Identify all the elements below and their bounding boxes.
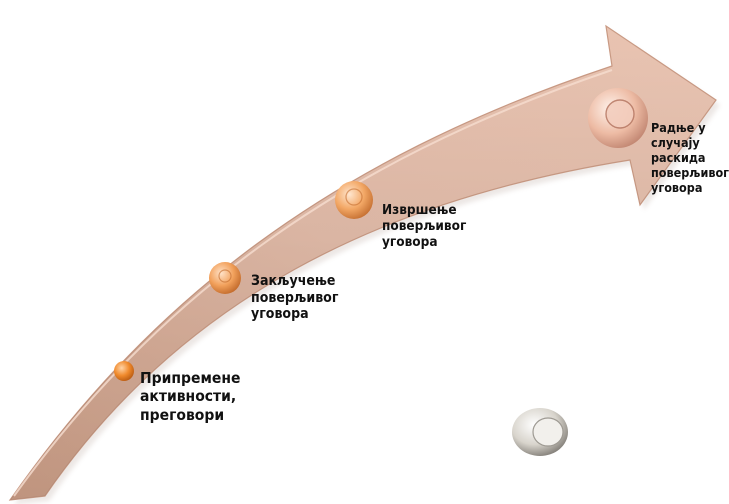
step-marker-1 [114, 361, 134, 381]
extra-marker [512, 408, 568, 456]
step-label-line: случају [651, 135, 729, 150]
step-label-line: уговора [651, 180, 729, 195]
step-label-line: уговора [251, 306, 338, 323]
step-label-line: поверљивог [251, 290, 338, 307]
step-label-line: поверљивог [382, 219, 466, 235]
step-label-preparation: Припремене активности, преговори [140, 369, 240, 424]
step-label-line: раскида [651, 150, 729, 165]
step-marker-3 [335, 181, 373, 219]
step-label-line: активности, [140, 387, 240, 405]
step-label-line: поверљивог [651, 165, 729, 180]
step-label-execution: Извршење поверљивог уговора [382, 203, 466, 251]
step-label-line: уговора [382, 235, 466, 251]
step-label-line: Закључење [251, 273, 338, 290]
step-label-termination: Радње у случају раскида поверљивог угово… [651, 120, 729, 195]
step-label-line: Извршење [382, 203, 466, 219]
step-label-line: преговори [140, 406, 240, 424]
step-label-conclusion: Закључење поверљивог уговора [251, 273, 338, 323]
step-label-line: Радње у [651, 120, 729, 135]
step-marker-2 [209, 262, 241, 294]
step-marker-4 [588, 88, 648, 148]
step-label-line: Припремене [140, 369, 240, 387]
